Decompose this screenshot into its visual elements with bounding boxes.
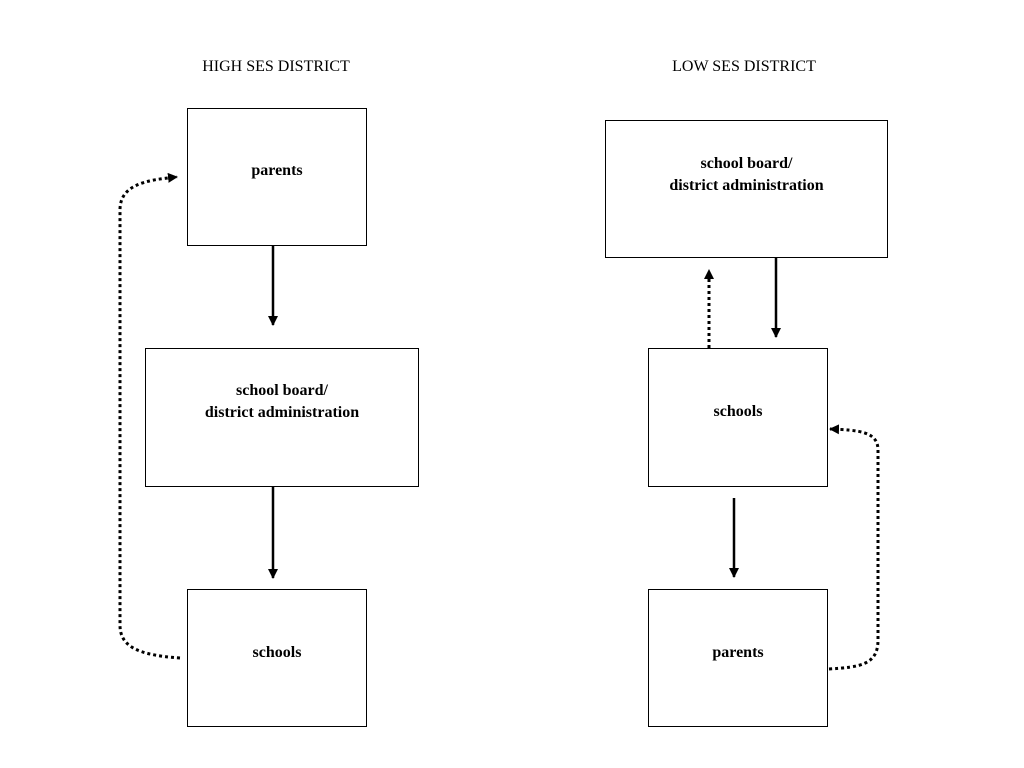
high-board-box: school board/ district administration (145, 348, 419, 487)
low-arrow-parents-to-schools-feedback (828, 424, 880, 671)
low-board-label-line2: district administration (669, 177, 824, 194)
high-board-label: school board/ district administration (146, 380, 418, 424)
low-board-label-line1: school board/ (700, 155, 793, 172)
low-parents-box: parents (648, 589, 828, 727)
high-schools-label: schools (252, 644, 302, 661)
high-board-label-line1: school board/ (235, 382, 328, 399)
high-parents-label: parents (251, 162, 303, 179)
low-board-box: school board/ district administration (605, 120, 888, 258)
high-arrow-schools-to-parents-feedback (118, 172, 181, 660)
low-parents-label: parents (712, 644, 764, 661)
low-ses-heading: LOW SES DISTRICT (672, 58, 816, 75)
high-parents-box: parents (187, 108, 367, 246)
low-schools-box: schools (648, 348, 828, 487)
high-board-label-line2: district administration (204, 404, 360, 421)
low-board-label: school board/ district administration (606, 153, 887, 197)
low-schools-label: schools (713, 403, 763, 420)
high-schools-box: schools (187, 589, 367, 727)
high-ses-heading: HIGH SES DISTRICT (202, 58, 350, 75)
